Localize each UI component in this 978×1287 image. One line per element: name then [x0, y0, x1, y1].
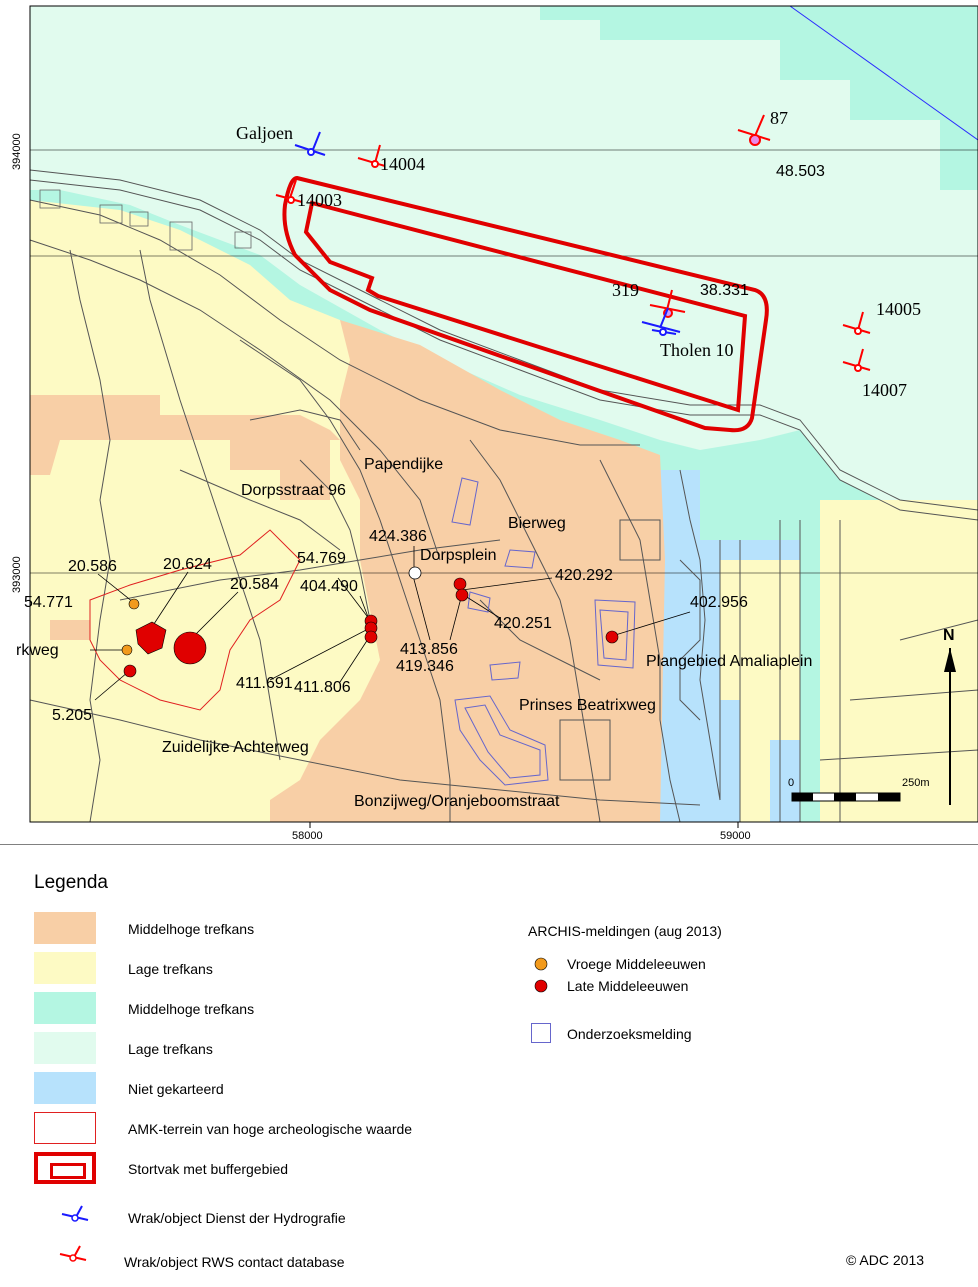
find-point-late[interactable]: [453, 577, 467, 591]
wreck-icon-14007[interactable]: [842, 348, 871, 372]
label-14004: 14004: [380, 154, 425, 174]
wreck-rws-icon: [59, 1245, 87, 1262]
legend-item-label: Wrak/object RWS contact database: [124, 1254, 345, 1270]
label-14005: 14005: [876, 299, 921, 319]
label-319: 319: [612, 280, 639, 300]
swatch-lage-sea: [34, 1032, 96, 1064]
label-dorpsplein: Dorpsplein: [420, 547, 496, 564]
find-point-late[interactable]: [455, 588, 469, 602]
find-point-late[interactable]: [123, 664, 137, 678]
legend-title: Legenda: [34, 872, 108, 893]
onderzoeksmelding-icon: [531, 1023, 551, 1043]
wreck-icon-galjoen[interactable]: [294, 131, 326, 156]
find-point-vroege[interactable]: [128, 598, 140, 610]
archis-points[interactable]: [121, 566, 619, 678]
svg-text:250m: 250m: [902, 777, 930, 789]
label-rkweg: rkweg: [16, 642, 59, 659]
swatch-middelhoge-land: [34, 912, 96, 944]
legend-item-label: AMK-terrein van hoge archeologische waar…: [128, 1121, 413, 1137]
legend: Legenda Middelhoge trefkans Lage trefkan…: [0, 846, 978, 1287]
svg-text:N: N: [943, 627, 955, 644]
copyright: © ADC 2013: [846, 1252, 925, 1268]
label-bierweg: Bierweg: [508, 515, 566, 532]
axis-y-394000: 394000: [11, 133, 23, 170]
label-zuidelijke-achterweg: Zuidelijke Achterweg: [162, 739, 309, 756]
label-find: 5.205: [52, 707, 92, 724]
legend-item-label: Middelhoge trefkans: [128, 921, 255, 937]
label-find: 413.856: [400, 641, 458, 658]
swatch-middelhoge-sea: [34, 992, 96, 1024]
label-galjoen: Galjoen: [236, 123, 293, 143]
find-point-unknown[interactable]: [408, 566, 422, 580]
zone-middelhoge-trefkans-land: [270, 320, 665, 822]
legend-item-label: Middelhoge trefkans: [128, 1001, 255, 1017]
label-find: 404.490: [300, 578, 358, 595]
wreck-icon-14003[interactable]: [275, 179, 303, 204]
scalebar: 0 250m: [788, 777, 930, 802]
axis-x-59000: 59000: [720, 830, 751, 842]
legend-item-label: Lage trefkans: [128, 1041, 213, 1057]
legend-item-label: Stortvak met buffergebied: [128, 1161, 289, 1177]
label-find: 411.806: [294, 679, 351, 696]
label-87: 87: [770, 108, 788, 128]
label-38331: 38.331: [700, 282, 749, 299]
archis-title: ARCHIS-meldingen (aug 2013): [528, 923, 722, 939]
svg-text:0: 0: [788, 777, 794, 789]
find-point-late[interactable]: [605, 630, 619, 644]
find-point-late[interactable]: [364, 630, 378, 644]
archis-item-label: Late Middeleeuwen: [567, 978, 689, 994]
label-plangebied: Plangebied Amaliaplein: [646, 653, 812, 670]
swatch-lage-land: [34, 952, 96, 984]
label-find: 20.586: [68, 558, 117, 575]
archis-item-label: Vroege Middeleeuwen: [567, 956, 706, 972]
wreck-icon-87[interactable]: [737, 114, 771, 146]
swatch-stortvak: [34, 1152, 96, 1184]
wreck-ddh-icon: [61, 1205, 89, 1222]
label-find: 20.624: [163, 556, 212, 573]
label-tholen-10: Tholen 10: [660, 340, 734, 360]
find-point-vroege[interactable]: [121, 644, 133, 656]
label-dorpsstraat: Dorpsstraat 96: [241, 482, 346, 499]
map-frame[interactable]: Papendijke Dorpsstraat 96 Bierweg Dorpsp…: [0, 0, 978, 845]
label-find: 420.251: [494, 615, 552, 632]
axis-y-393000: 393000: [11, 556, 23, 593]
label-find: 419.346: [396, 658, 454, 675]
legend-item-label: Wrak/object Dienst der Hydrografie: [128, 1210, 346, 1226]
amk-terrain: [89, 529, 301, 711]
axis-x-58000: 58000: [292, 830, 323, 842]
label-papendijke: Papendijke: [364, 456, 443, 473]
archis-item-label: Onderzoeksmelding: [567, 1026, 692, 1042]
label-14007: 14007: [862, 380, 907, 400]
label-prinses-beatrixweg: Prinses Beatrixweg: [519, 697, 656, 714]
wreck-icon-14005[interactable]: [842, 311, 871, 335]
zone-middelhoge-trefkans-sea: [540, 6, 978, 190]
find-area-late[interactable]: [173, 631, 207, 665]
legend-item-label: Niet gekarteerd: [128, 1081, 224, 1097]
onderzoeksmeldingen: [451, 477, 636, 786]
find-area-late[interactable]: [135, 621, 167, 655]
late-middeleeuwen-icon: [534, 979, 548, 993]
vroege-middeleeuwen-icon: [534, 957, 548, 971]
legend-item-label: Lage trefkans: [128, 961, 213, 977]
label-find: 54.771: [24, 594, 73, 611]
label-find: 20.584: [230, 576, 279, 593]
map-canvas[interactable]: Papendijke Dorpsstraat 96 Bierweg Dorpsp…: [0, 0, 978, 845]
label-find: 411.691: [236, 675, 293, 692]
swatch-niet-gekarteerd: [34, 1072, 96, 1104]
wreck-icon-14004[interactable]: [357, 144, 386, 168]
label-bonzijweg: Bonzijweg/Oranjeboomstraat: [354, 793, 560, 810]
wreck-icon-tholen-10[interactable]: [641, 307, 681, 336]
label-find: 402.956: [690, 594, 748, 611]
label-find: 54.769: [297, 550, 346, 567]
label-find: 424.386: [369, 528, 427, 545]
north-arrow: N: [943, 627, 956, 805]
swatch-amk-terrein: [34, 1112, 96, 1144]
label-48503: 48.503: [776, 163, 825, 180]
label-find: 420.292: [555, 567, 613, 584]
stortvak-buffer: [282, 175, 769, 433]
label-14003: 14003: [297, 190, 342, 210]
wreck-symbols[interactable]: [275, 114, 871, 372]
